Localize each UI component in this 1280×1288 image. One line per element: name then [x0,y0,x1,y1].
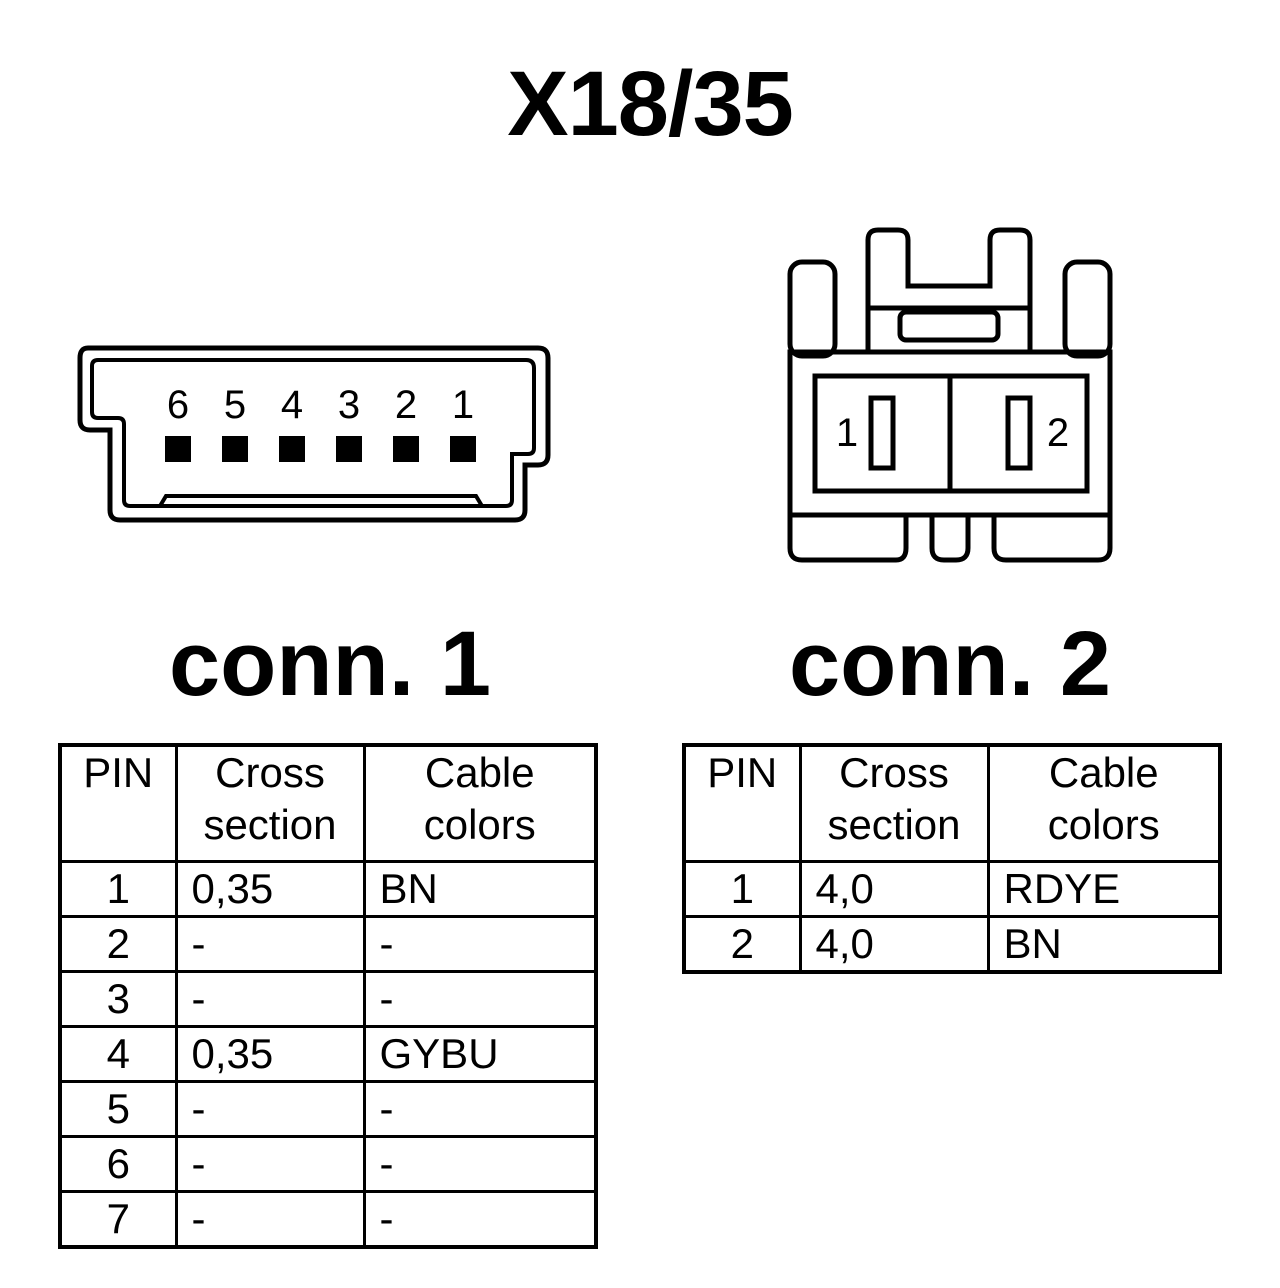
pin-number: 1 [452,383,474,427]
cable-color-cell: BN [986,914,1222,973]
cable-color-cell: - [362,1134,598,1193]
cross-section-cell: 4,0 [798,914,990,973]
table-row: 7-- [58,1189,598,1248]
table-row: 2-- [58,914,598,973]
cross-section-cell: - [174,1134,366,1193]
connector-1-drawing [77,345,551,523]
pin-number: 6 [167,383,189,427]
connector-2-pin-numbers: 1 2 [836,411,1069,455]
cable-color-cell: - [362,1079,598,1138]
cable-color-cell: RDYE [986,859,1222,918]
cross-section-cell: - [174,1079,366,1138]
pin-cell: 2 [58,914,178,973]
header-pin: PIN [58,743,178,863]
cable-color-cell: - [362,969,598,1028]
cable-color-cell: - [362,914,598,973]
pin-cell: 4 [58,1024,178,1083]
pin-number: 5 [224,383,246,427]
pin-cell: 6 [58,1134,178,1193]
header-pin: PIN [682,743,802,863]
pin-cell: 7 [58,1189,178,1248]
pin-number: 2 [1047,411,1069,455]
page-title: X18/35 [507,53,794,155]
pin-cell: 5 [58,1079,178,1138]
cross-section-cell: - [174,914,366,973]
connector-2-label: conn. 2 [788,613,1112,715]
table-row: 6-- [58,1134,598,1193]
cross-section-cell: 4,0 [798,859,990,918]
pin-number: 4 [281,383,303,427]
connector-1-pin-numbers: 6 5 4 3 2 1 [167,383,474,427]
pin-cell: 1 [58,859,178,918]
cable-color-cell: - [362,1189,598,1248]
cable-color-cell: BN [362,859,598,918]
pin-number: 3 [338,383,360,427]
cable-color-cell: GYBU [362,1024,598,1083]
pin-cell: 3 [58,969,178,1028]
pin-cell: 2 [682,914,802,973]
table-row: 5-- [58,1079,598,1138]
connector-2-drawing [787,227,1113,563]
cross-section-cell: - [174,969,366,1028]
pin-number: 2 [395,383,417,427]
pin-number: 1 [836,411,858,455]
cross-section-cell: 0,35 [174,1024,366,1083]
table-row: 3-- [58,969,598,1028]
connector-1-label: conn. 1 [168,613,492,715]
cross-section-cell: 0,35 [174,859,366,918]
connector-1-pins [165,436,476,462]
pin-cell: 1 [682,859,802,918]
cross-section-cell: - [174,1189,366,1248]
